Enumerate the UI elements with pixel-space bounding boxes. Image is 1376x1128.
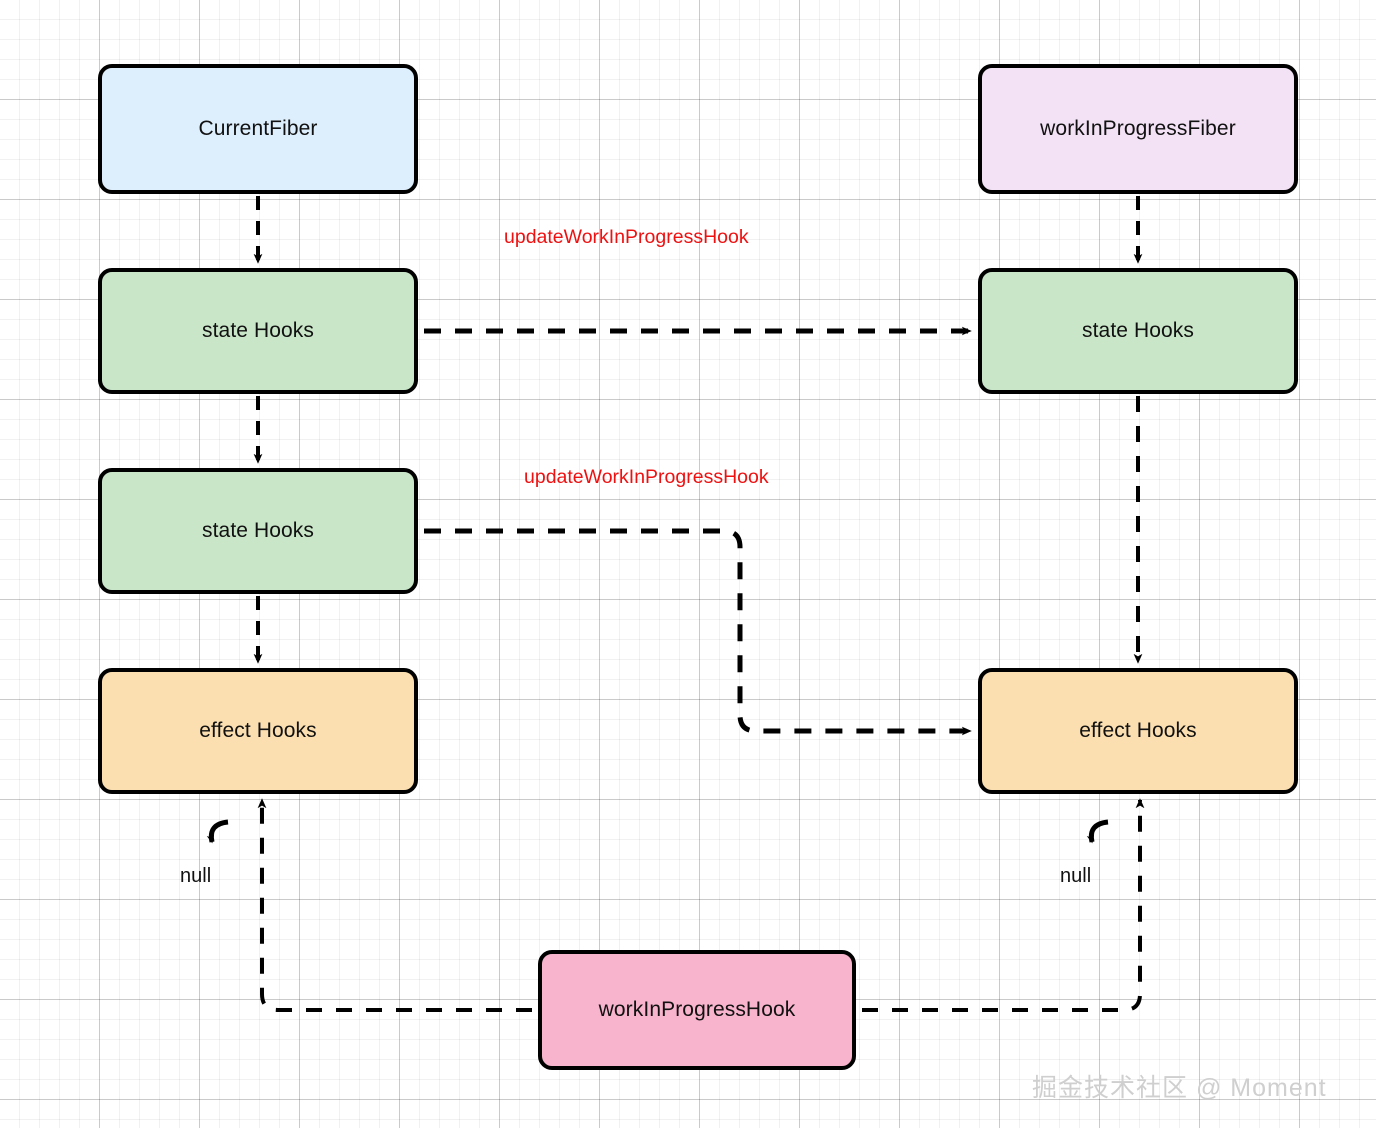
node-left-effect-hooks[interactable]: effect Hooks [98, 668, 418, 794]
edge-label-updateworkinprogresshook-2: updateWorkInProgressHook [524, 466, 769, 488]
node-label: workInProgressFiber [1040, 117, 1236, 140]
node-workinprogressfiber[interactable]: workInProgressFiber [978, 64, 1298, 194]
node-currentfiber[interactable]: CurrentFiber [98, 64, 418, 194]
node-left-state-hooks-2[interactable]: state Hooks [98, 468, 418, 594]
node-right-effect-hooks[interactable]: effect Hooks [978, 668, 1298, 794]
node-label: state Hooks [1082, 319, 1194, 342]
edge-updateworkinprogresshook-2 [424, 528, 972, 736]
node-workinprogresshook[interactable]: workInProgressHook [538, 950, 856, 1070]
node-label: workInProgressHook [598, 998, 796, 1021]
null-pointer-arrow-right [1086, 819, 1109, 844]
null-pointer-arrow-left [206, 819, 229, 844]
node-right-state-hooks[interactable]: state Hooks [978, 268, 1298, 394]
null-label-left: null [180, 865, 212, 887]
node-label: state Hooks [202, 319, 314, 342]
node-left-state-hooks-1[interactable]: state Hooks [98, 268, 418, 394]
edge-wiphook-to-righteffecthooks [862, 798, 1145, 1012]
null-label-right: null [1060, 865, 1092, 887]
edge-wiphook-to-lefteffecthooks [257, 798, 532, 1012]
node-label: effect Hooks [1079, 719, 1197, 742]
node-label: CurrentFiber [198, 117, 318, 140]
node-label: effect Hooks [199, 719, 317, 742]
watermark: 掘金技术社区 @ Moment [1032, 1074, 1327, 1102]
node-label: state Hooks [202, 519, 314, 542]
edge-label-updateworkinprogresshook-1: updateWorkInProgressHook [504, 226, 749, 248]
